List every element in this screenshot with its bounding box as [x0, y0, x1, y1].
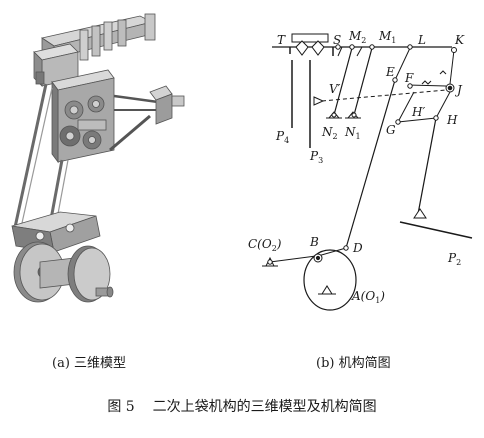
- figure-caption: 图 5 二次上袋机构的三维模型及机构简图: [0, 396, 484, 416]
- label-M2: M2: [348, 29, 366, 45]
- cam-a: [303, 249, 357, 311]
- link-m1-n1: [353, 47, 373, 116]
- link-g-h: [397, 117, 437, 123]
- three-d-model-illustration: [11, 13, 185, 303]
- link-k-j: [449, 49, 455, 85]
- gripper-jaws: [295, 40, 325, 56]
- label-N1: N1: [344, 125, 361, 141]
- label-N2: N2: [321, 125, 338, 141]
- gripper-frame: [291, 33, 329, 43]
- mechanism-schematic: [262, 33, 473, 311]
- subfigure-b-label: (b) 机构简图: [316, 356, 391, 371]
- label-C-O2: C(O2): [248, 237, 282, 253]
- link-b-d: [317, 247, 347, 257]
- label-M1: M1: [378, 29, 396, 45]
- label-S: S: [333, 33, 341, 47]
- label-D: D: [352, 241, 363, 255]
- link-h-p2: [417, 117, 437, 215]
- label-L: L: [417, 33, 426, 47]
- label-K: K: [454, 33, 465, 47]
- diagram-labels: T S M2 M1 L K V′ E F J H′ G H N2 N1 P4 P…: [248, 29, 465, 305]
- label-G: G: [386, 123, 396, 137]
- link-h-j: [435, 91, 451, 119]
- link-g-j: [397, 91, 415, 123]
- label-A-O1: A(O1): [351, 289, 385, 305]
- figure-artwork: T S M2 M1 L K V′ E F J H′ G H N2 N1 P4 P…: [11, 13, 473, 311]
- link-e-d: [345, 79, 396, 249]
- bar-p2: [399, 221, 473, 239]
- link-c-b: [269, 255, 317, 263]
- label-H: H: [446, 113, 458, 127]
- label-H-prime: H′: [411, 105, 425, 119]
- label-E: E: [385, 65, 395, 79]
- label-F: F: [404, 71, 414, 85]
- label-T: T: [277, 33, 286, 47]
- label-P3: P3: [309, 149, 323, 165]
- subfigure-a-label: (a) 三维模型: [52, 356, 127, 371]
- caption-number: 图 5: [107, 399, 135, 415]
- caption-text: 二次上袋机构的三维模型及机构简图: [152, 399, 377, 415]
- link-f-j: [407, 84, 447, 87]
- label-J: J: [454, 83, 463, 97]
- link-m2-n2: [333, 47, 353, 116]
- label-V-prime: V′: [329, 82, 341, 96]
- label-P4: P4: [275, 129, 289, 145]
- label-B: B: [309, 235, 319, 249]
- label-P2: P2: [447, 251, 461, 267]
